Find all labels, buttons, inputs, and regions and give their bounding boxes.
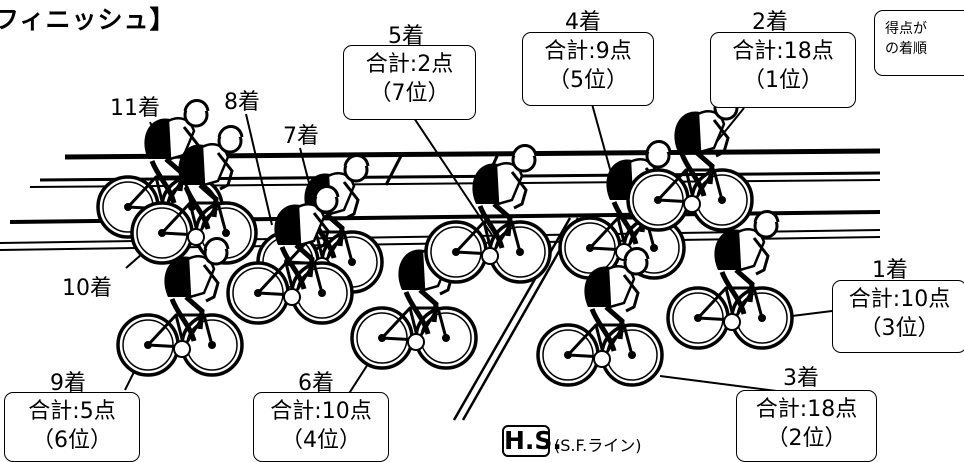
score-total: 合計:10点	[848, 287, 951, 312]
finish-line-label: (S.F.ライン)	[554, 436, 642, 455]
score-box-4: 合計:9点 （5位）	[522, 32, 654, 106]
score-total: 合計:2点	[365, 52, 454, 77]
score-box-6: 合計:10点 （4位）	[253, 392, 389, 462]
rank-label-2: 2着	[752, 10, 788, 35]
home-stretch-label: H.S.	[502, 425, 562, 457]
score-place: （4位）	[281, 428, 361, 453]
score-box-3: 合計:18点 （2位）	[736, 390, 877, 462]
score-place: （2位）	[766, 426, 847, 451]
score-place: （7位）	[369, 81, 450, 106]
rank-label-7: 7着	[283, 124, 319, 149]
rank-label-5: 5着	[388, 24, 424, 49]
note-line-1: 得点が	[885, 21, 927, 37]
rank-label-9: 9着	[50, 371, 86, 396]
rank-label-1: 1着	[872, 258, 908, 283]
score-place: （3位）	[859, 316, 940, 341]
score-total: 合計:5点	[28, 399, 116, 424]
rank-label-6: 6着	[298, 371, 334, 396]
score-box-5: 合計:2点 （7位）	[343, 45, 476, 120]
score-box-2: 合計:18点 （1位）	[710, 32, 856, 108]
note-box: 得点が の着順	[874, 10, 964, 76]
score-place: （1位）	[743, 68, 823, 93]
page-title: フィニッシュ】	[0, 5, 176, 34]
score-total: 合計:10点	[270, 399, 372, 424]
score-box-1: 合計:10点 （3位）	[832, 280, 964, 353]
score-total: 合計:18点	[755, 397, 858, 422]
rank-label-8: 8着	[224, 90, 260, 115]
rank-label-4: 4着	[565, 10, 601, 35]
score-place: （6位）	[32, 428, 112, 453]
score-place: （5位）	[548, 68, 628, 93]
rank-label-11: 11着	[110, 96, 160, 121]
note-line-2: の着順	[885, 41, 927, 57]
score-total: 合計:18点	[732, 39, 834, 64]
score-box-9: 合計:5点 （6位）	[4, 392, 140, 462]
rank-label-3: 3着	[783, 366, 819, 391]
rank-label-10: 10着	[62, 276, 112, 301]
score-total: 合計:9点	[544, 39, 632, 64]
